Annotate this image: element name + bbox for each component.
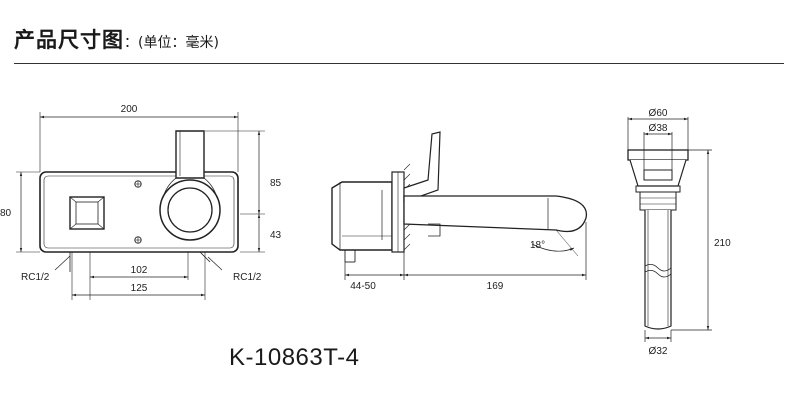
- drain-view: [627, 149, 689, 330]
- dim-dia-38: Ø38: [649, 123, 668, 134]
- handle-ring: [159, 179, 221, 241]
- dim-200: 200: [121, 104, 138, 115]
- screw-bottom: [134, 236, 142, 244]
- front-view: [16, 112, 265, 300]
- screw-top: [134, 180, 142, 188]
- dim-dia-32: Ø32: [649, 346, 668, 357]
- handle-ring-inner: [167, 187, 213, 233]
- dim-169: 169: [487, 281, 504, 292]
- drain-cap: [627, 149, 689, 161]
- header-rule: [14, 63, 784, 64]
- dim-44-50: 44-50: [350, 281, 376, 292]
- dim-210: 210: [714, 238, 731, 249]
- valve-body: [331, 181, 393, 251]
- dim-dia-60: Ø60: [649, 108, 668, 119]
- thread-right-label: RC1/2: [233, 272, 262, 283]
- drain-slot: [643, 169, 673, 181]
- unit-note: ：(单位：毫米): [124, 35, 219, 51]
- dim-102: 102: [131, 265, 148, 276]
- drain-pipe: [644, 210, 672, 330]
- dim-125: 125: [131, 283, 148, 294]
- dim-80: 80: [0, 208, 12, 219]
- drain-nut: [639, 191, 677, 211]
- page-header: 产品尺寸图：(单位：毫米): [14, 24, 219, 54]
- dim-angle: 18°: [530, 240, 545, 251]
- thread-left-label: RC1/2: [21, 272, 50, 283]
- page-title: 产品尺寸图: [14, 28, 124, 52]
- dim-85: 85: [270, 178, 282, 189]
- side-handle: [403, 131, 441, 203]
- side-view: [331, 131, 588, 263]
- spout: [403, 195, 588, 233]
- model-number: K-10863T-4: [229, 344, 360, 371]
- dim-43: 43: [270, 230, 282, 241]
